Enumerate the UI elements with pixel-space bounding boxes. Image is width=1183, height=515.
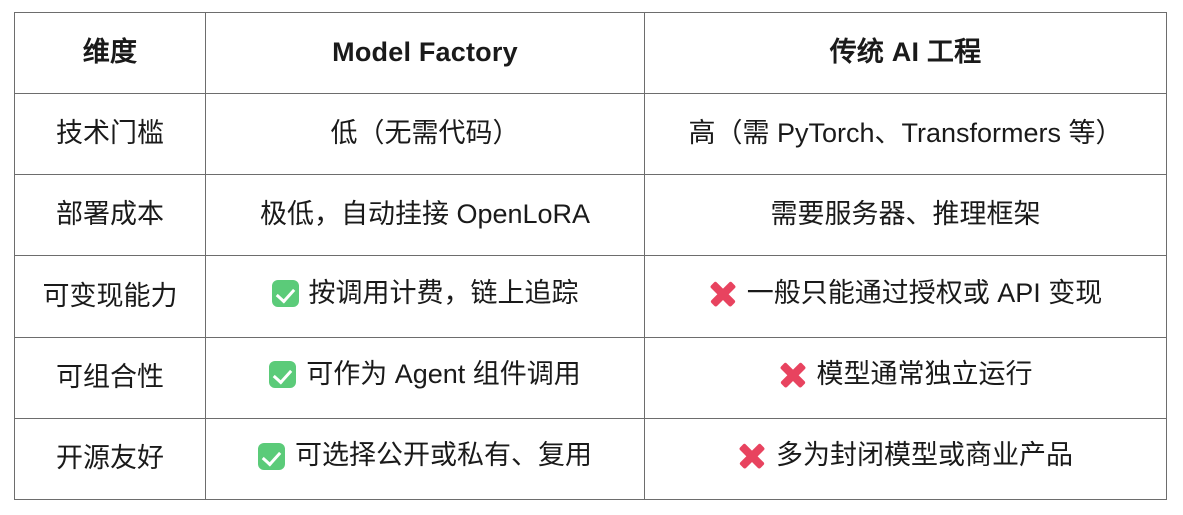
cell-traditional-ai: 需要服务器、推理框架 [644, 174, 1167, 257]
cell-text: 一般只能通过授权或 API 变现 [746, 277, 1103, 308]
cell-model-factory: 按调用计费，链上追踪 [205, 255, 645, 338]
column-header-model-factory: Model Factory [205, 12, 645, 94]
table-body: 技术门槛 低（无需代码） 高（需 PyTorch、Transformers 等）… [14, 92, 1167, 501]
row-dimension-label: 技术门槛 [14, 92, 206, 176]
cell-text: 可选择公开或私有、复用 [295, 440, 592, 471]
row-dimension-label: 可组合性 [14, 336, 206, 419]
row-dimension-label: 开源友好 [14, 417, 206, 501]
cell-text: 极低，自动挂接 OpenLoRA [259, 199, 591, 230]
cell-model-factory: 可选择公开或私有、复用 [205, 417, 645, 501]
cell-traditional-ai: 多为封闭模型或商业产品 [644, 417, 1167, 501]
header-row: 维度 Model Factory 传统 AI 工程 [14, 12, 1167, 94]
cell-traditional-ai: 模型通常独立运行 [644, 336, 1167, 419]
cell-text: 需要服务器、推理框架 [770, 199, 1041, 230]
column-header-traditional-ai: 传统 AI 工程 [644, 12, 1167, 94]
cell-traditional-ai: 高（需 PyTorch、Transformers 等） [644, 92, 1167, 176]
cell-traditional-ai: 一般只能通过授权或 API 变现 [644, 255, 1167, 338]
row-dimension-label: 可变现能力 [14, 255, 206, 338]
green-check-icon [258, 442, 285, 470]
cell-model-factory: 极低，自动挂接 OpenLoRA [205, 174, 645, 257]
cell-text: 高（需 PyTorch、Transformers 等） [688, 118, 1123, 149]
column-header-dimension: 维度 [14, 12, 206, 94]
cell-text: 按调用计费，链上追踪 [308, 277, 579, 308]
table-row: 部署成本 极低，自动挂接 OpenLoRA 需要服务器、推理框架 [14, 174, 1167, 257]
red-cross-icon [738, 442, 766, 470]
table-row: 技术门槛 低（无需代码） 高（需 PyTorch、Transformers 等） [14, 92, 1167, 176]
green-check-icon [271, 280, 299, 308]
cell-text: 模型通常独立运行 [816, 358, 1033, 389]
table-header: 维度 Model Factory 传统 AI 工程 [14, 12, 1167, 94]
green-check-icon [269, 361, 297, 389]
cell-text: 多为封闭模型或商业产品 [776, 440, 1073, 471]
red-cross-icon [779, 361, 807, 389]
comparison-table: 维度 Model Factory 传统 AI 工程 技术门槛 低（无需代码） 高… [14, 12, 1167, 501]
cell-model-factory: 可作为 Agent 组件调用 [205, 336, 645, 419]
table-row: 可组合性 可作为 Agent 组件调用 模型通常独立运行 [14, 336, 1167, 419]
cell-text: 低（无需代码） [330, 118, 520, 149]
cell-text: 可作为 Agent 组件调用 [306, 359, 581, 390]
comparison-table-container: 维度 Model Factory 传统 AI 工程 技术门槛 低（无需代码） 高… [14, 12, 1167, 501]
red-cross-icon [709, 280, 737, 308]
cell-model-factory: 低（无需代码） [205, 92, 645, 176]
table-row: 开源友好 可选择公开或私有、复用 多为封闭模型或商业产品 [14, 417, 1167, 501]
row-dimension-label: 部署成本 [14, 174, 206, 257]
table-row: 可变现能力 按调用计费，链上追踪 一般只能通过授权或 API 变现 [14, 255, 1167, 338]
